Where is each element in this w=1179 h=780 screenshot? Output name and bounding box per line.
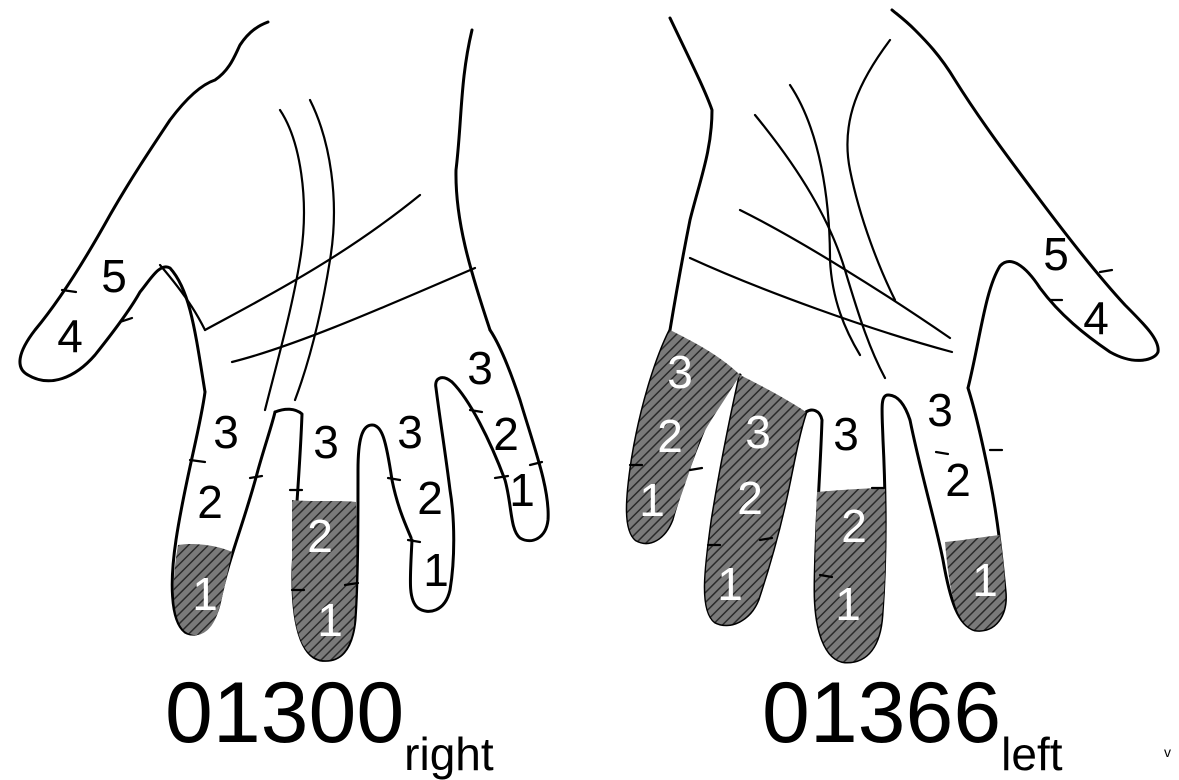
right-hand-caption: 01300right [165,670,494,777]
left-hand-code: 01366 [762,665,1001,761]
hand-diagram-svg: 5 4 3 2 1 3 2 1 3 2 1 3 2 1 [0,0,1179,762]
left-index-seg-1: 1 [972,554,998,606]
left-crease-5 [847,40,895,300]
right-little-seg-2: 2 [493,408,519,460]
right-ring-seg-2: 2 [417,472,443,524]
left-ring-seg-3: 3 [745,406,771,458]
left-hand: 3 2 1 3 2 1 3 2 1 3 2 1 5 4 [627,10,1158,662]
left-little-seg-3: 3 [667,346,693,398]
right-crease-1 [265,110,304,410]
left-crease-4 [690,258,952,352]
left-thumb-seg-4: 4 [1083,292,1109,344]
left-hand-caption: 01366left [762,670,1063,777]
right-thumb-seg-5: 5 [101,250,127,302]
corner-mark: v [1164,744,1171,760]
left-crease-1 [755,115,885,378]
left-ring-seg-2: 2 [737,472,763,524]
right-index-seg-2: 2 [197,476,223,528]
right-crease-4 [232,268,475,362]
right-hand: 5 4 3 2 1 3 2 1 3 2 1 3 2 1 [20,22,548,660]
right-hand-side-label: right [404,728,493,780]
left-middle-seg-2: 2 [841,500,867,552]
right-ring-seg-3: 3 [397,406,423,458]
left-hand-side-label: left [1001,728,1062,780]
right-thumb-seg-4: 4 [57,310,83,362]
left-middle-seg-1: 1 [835,578,861,630]
hand-diagram: 5 4 3 2 1 3 2 1 3 2 1 3 2 1 [0,0,1179,762]
right-middle-seg-3: 3 [313,416,339,468]
right-index-seg-1: 1 [192,568,218,620]
right-index-seg-3: 3 [213,406,239,458]
left-ring-seg-1: 1 [717,558,743,610]
right-middle-seg-2: 2 [307,510,333,562]
left-index-seg-2: 2 [945,454,971,506]
right-palm-edge [456,30,490,330]
left-thumb-seg-5: 5 [1043,228,1069,280]
left-palm-edge [670,18,712,330]
left-thumb [892,10,1158,388]
left-middle-seg-3: 3 [833,408,859,460]
right-ring-seg-1: 1 [423,544,449,596]
right-little-seg-1: 1 [509,464,535,516]
left-little-seg-1: 1 [639,474,665,526]
right-hand-code: 01300 [165,665,404,761]
left-index-seg-3: 3 [927,384,953,436]
left-little-seg-2: 2 [657,410,683,462]
right-middle-seg-1: 1 [317,594,343,646]
right-crease-3 [205,195,420,330]
right-little-seg-3: 3 [467,342,493,394]
